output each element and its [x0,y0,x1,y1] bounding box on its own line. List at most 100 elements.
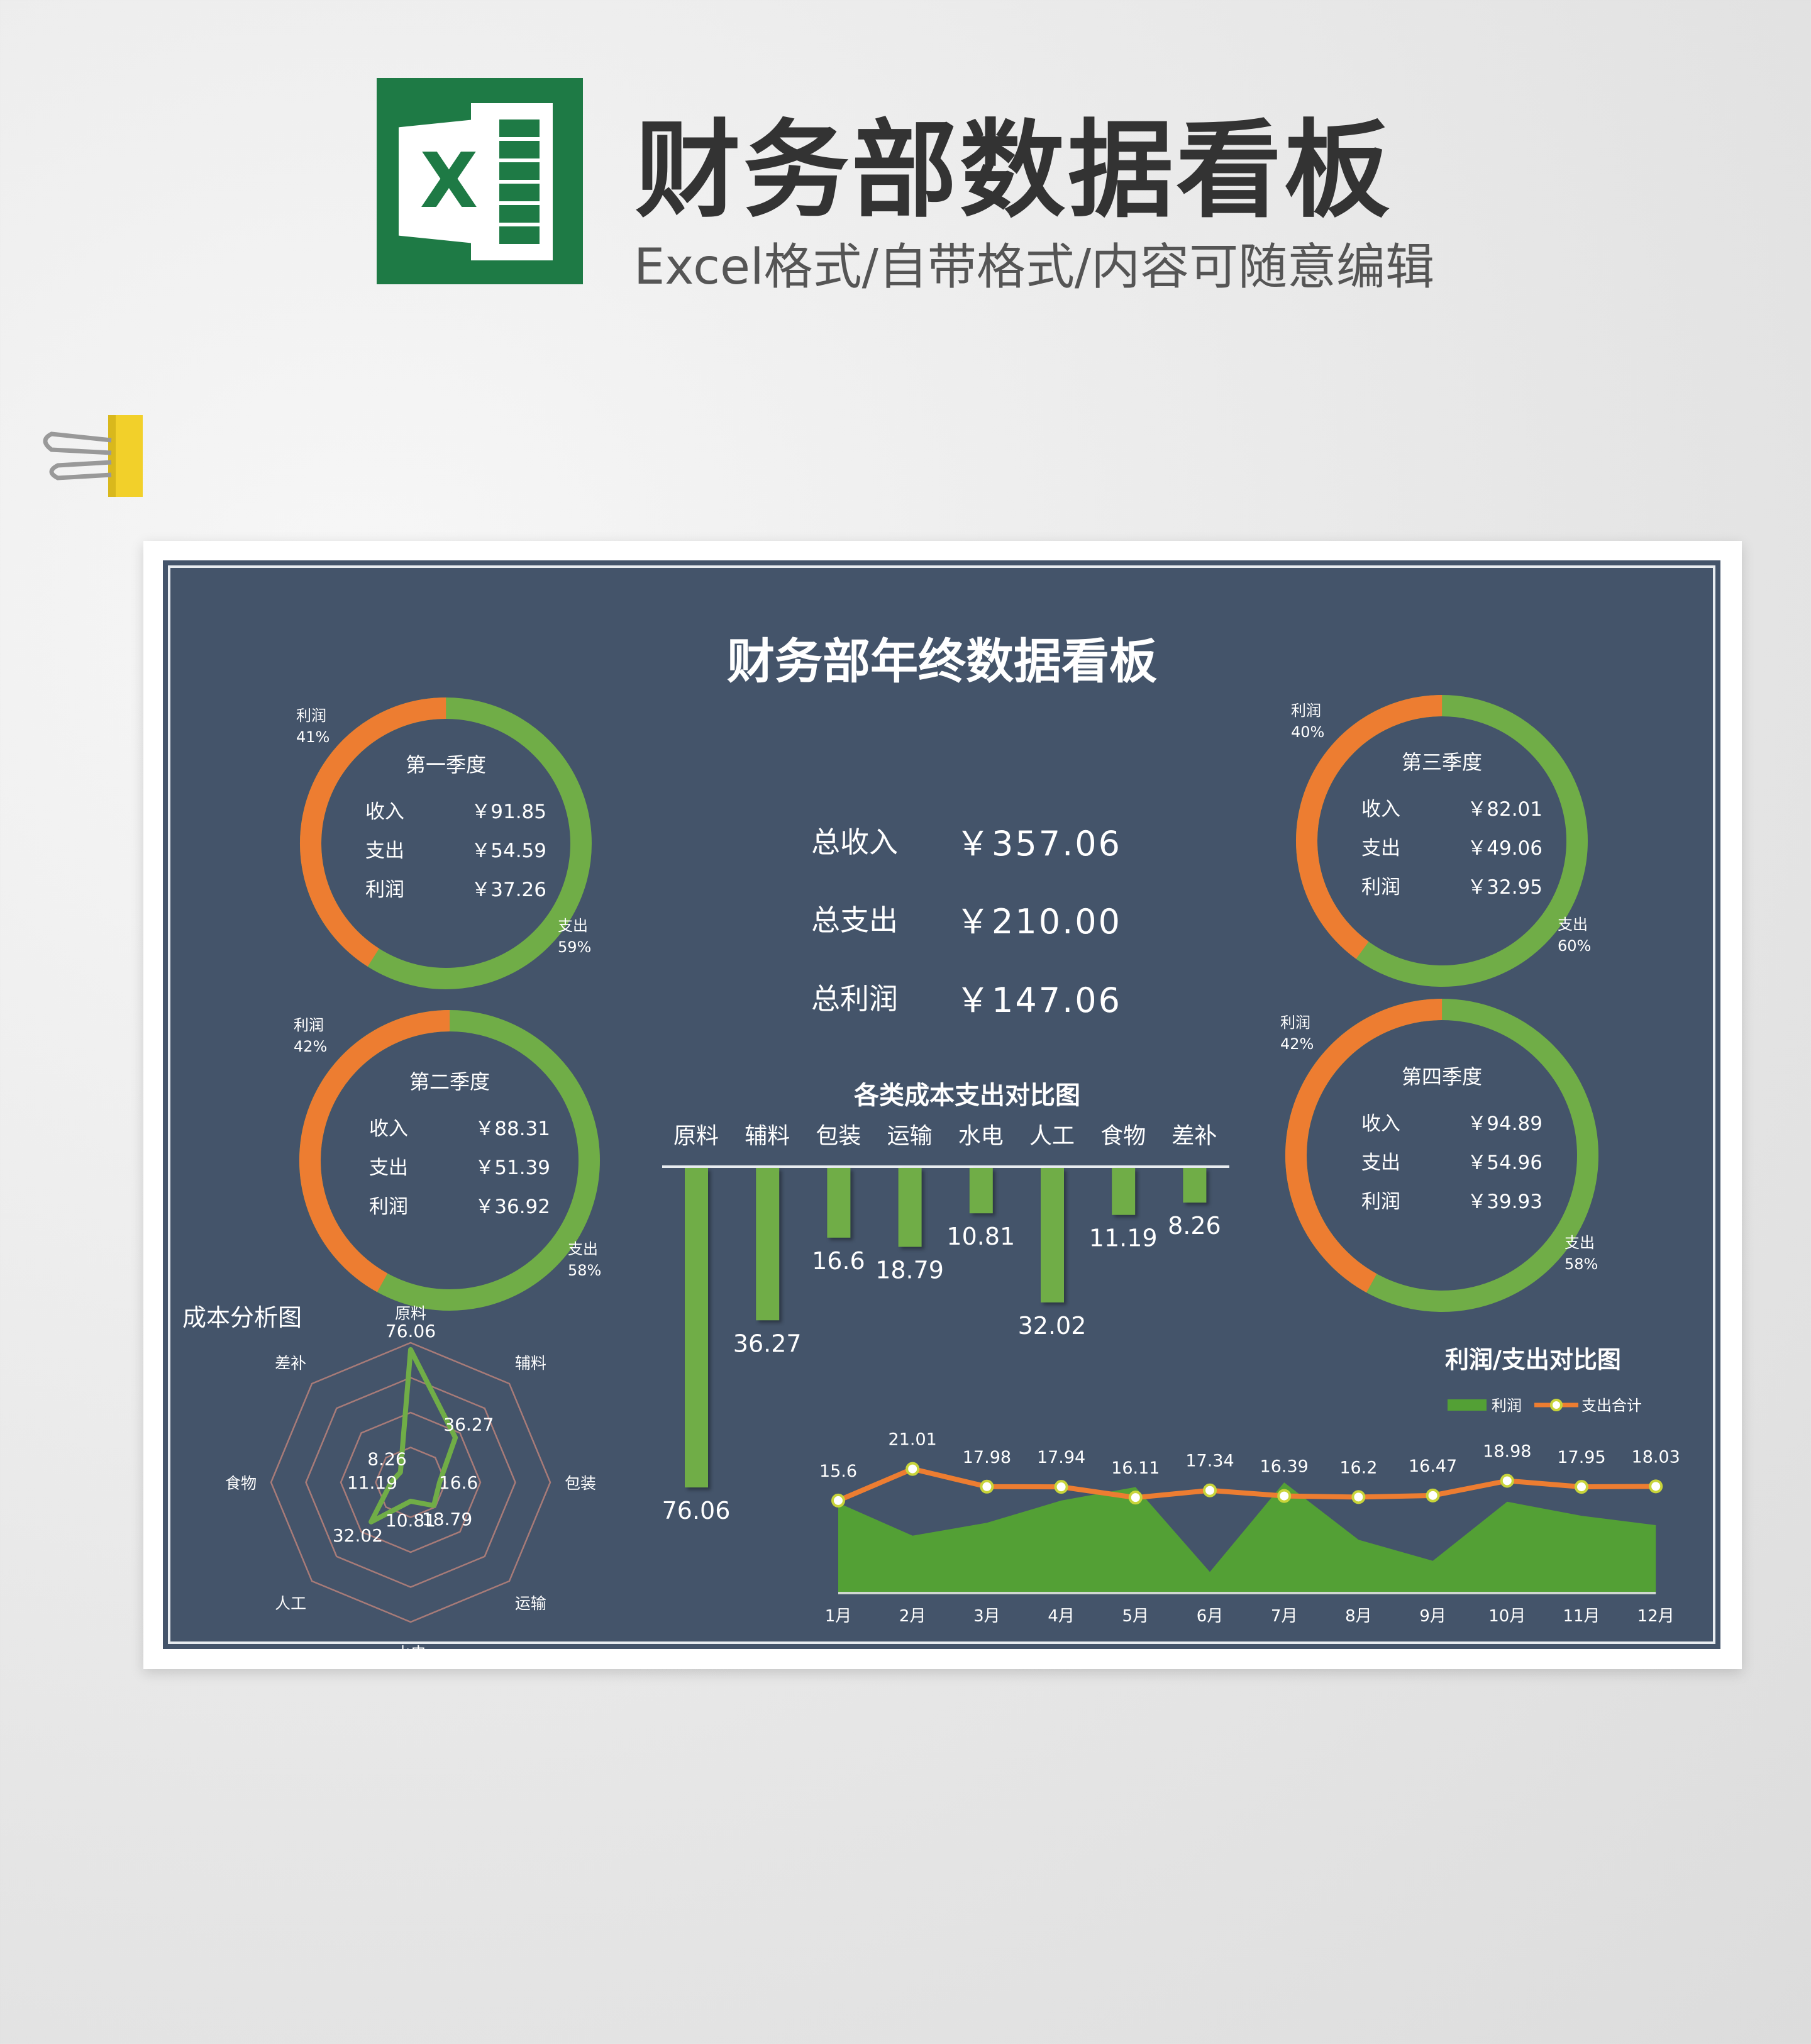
legend-expense-label: 支出合计 [1581,1397,1642,1414]
expense-point-3 [1054,1480,1068,1494]
radar-data-label: 36.27 [443,1414,494,1435]
expense-point-10 [1575,1480,1588,1494]
bar-chart-title: 各类成本支出对比图 [854,1081,1080,1110]
expense-point-4 [1128,1491,1143,1505]
expense-point-0 [831,1493,845,1508]
row-label: 利润 [369,1196,408,1218]
line-data-label: 17.34 [1185,1452,1234,1471]
row-value: ￥54.59 [471,840,546,862]
row-label: 支出 [369,1157,408,1179]
month-label: 5月 [1122,1607,1149,1626]
row-value: ￥32.95 [1467,876,1542,899]
month-label: 1月 [825,1607,852,1626]
total-income-label: 总收入 [811,825,898,859]
page-title: 财务部数据看板 [635,109,1392,232]
expense-pct-label: 支出 [1565,1234,1595,1252]
bar-category-label: 人工 [1029,1123,1075,1149]
profit-pct-label: 利润 [294,1016,324,1034]
bar-1 [756,1168,780,1321]
bar-data-label: 76.06 [662,1497,731,1525]
row-value: ￥91.85 [471,801,546,823]
profit-arc [1296,695,1588,987]
bar-category-label: 原料 [673,1123,719,1149]
quarter-donut-3 [1296,695,1588,987]
expense-pct-label: 支出 [1558,916,1588,933]
legend-profit-swatch [1448,1399,1487,1411]
dashboard-title: 财务部年终数据看板 [727,633,1157,689]
month-label: 7月 [1271,1607,1298,1626]
excel-logo: X [377,78,583,284]
quarter-title: 第一季度 [406,753,486,777]
bar-4 [969,1168,993,1214]
row-value: ￥82.01 [1467,798,1542,821]
row-label: 利润 [1361,876,1400,899]
bar-5 [1041,1168,1064,1302]
row-label: 利润 [1361,1191,1400,1213]
bar-data-label: 11.19 [1089,1225,1158,1252]
profit-area [838,1482,1656,1592]
bar-data-label: 10.81 [946,1223,1015,1250]
row-label: 支出 [365,840,404,862]
row-label: 支出 [1361,837,1400,860]
profit-pct-label: 利润 [1291,702,1321,719]
bar-data-label: 16.6 [812,1247,865,1275]
expense-pct: 59% [558,938,591,956]
radar-data-label: 10.81 [385,1510,436,1531]
quarter-title: 第四季度 [1402,1065,1482,1089]
expense-pct-label: 支出 [568,1240,598,1258]
profit-pct: 42% [294,1038,327,1055]
expense-point-5 [1203,1483,1217,1497]
radar-axis-label: 差补 [275,1354,306,1372]
bar-data-label: 32.02 [1018,1312,1087,1340]
line-data-label: 16.2 [1339,1458,1377,1477]
radar-axis-label: 人工 [275,1594,306,1613]
radar-chart-title: 成本分析图 [182,1304,302,1331]
month-label: 10月 [1488,1607,1526,1626]
row-value: ￥37.26 [471,879,546,901]
radar-axis-label: 包装 [565,1474,596,1492]
total-income-value: ￥357.06 [956,824,1122,864]
row-label: 收入 [365,801,404,823]
radar-data-label: 8.26 [367,1449,406,1470]
profit-pct-label: 利润 [1280,1014,1310,1031]
expense-point-11 [1649,1479,1663,1494]
month-label: 3月 [973,1607,1000,1626]
line-data-label: 17.95 [1557,1448,1605,1467]
expense-line [837,1466,1656,1503]
row-value: ￥49.06 [1467,837,1542,860]
expense-point-2 [980,1479,994,1494]
quarter-title: 第二季度 [409,1070,490,1094]
line-data-label: 21.01 [889,1430,937,1450]
legend-profit-label: 利润 [1492,1397,1522,1414]
row-value: ￥94.89 [1467,1113,1542,1135]
expense-pct-label: 支出 [558,917,588,935]
radar-series [368,1347,458,1525]
bar-category-label: 运输 [887,1123,933,1149]
page-subtitle: Excel格式/自带格式/内容可随意编辑 [634,239,1435,296]
bar-data-label: 18.79 [875,1257,944,1284]
bar-0 [685,1168,708,1488]
row-value: ￥39.93 [1467,1191,1542,1213]
bar-7 [1183,1168,1207,1203]
month-label: 12月 [1637,1607,1675,1626]
excel-x-icon: X [419,138,479,225]
line-chart-title: 利润/支出对比图 [1445,1346,1621,1374]
total-profit-value: ￥147.06 [956,980,1122,1020]
profit-arc [299,1009,600,1311]
line-data-label: 18.98 [1483,1441,1531,1461]
line-data-label: 18.03 [1632,1447,1680,1467]
bar-category-label: 差补 [1171,1123,1217,1149]
line-data-label: 17.98 [963,1448,1011,1467]
quarter-donut-2 [299,1009,600,1311]
row-value: ￥88.31 [475,1118,550,1140]
bar-category-label: 水电 [958,1123,1004,1149]
radar-axis-label: 运输 [515,1594,546,1613]
radar-ring [305,1377,516,1588]
total-profit-label: 总利润 [811,982,898,1016]
radar-data-label: 76.06 [385,1321,436,1341]
line-data-label: 16.47 [1409,1457,1457,1476]
profit-pct: 41% [296,728,330,746]
expense-point-7 [1351,1490,1366,1504]
expense-point-1 [906,1462,920,1476]
line-data-label: 17.94 [1037,1448,1085,1467]
